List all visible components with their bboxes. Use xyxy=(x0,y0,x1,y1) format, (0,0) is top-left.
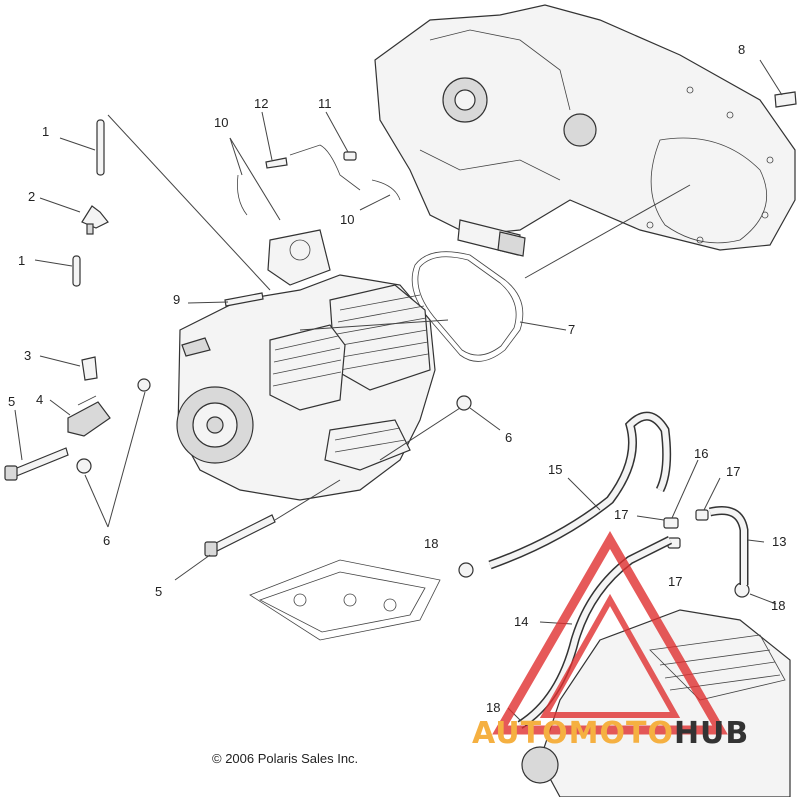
hose-part-15 xyxy=(488,411,672,570)
hose-part-13 xyxy=(708,506,749,585)
pin-part-1-bottom xyxy=(72,255,81,287)
engine-assembly xyxy=(176,229,436,501)
nut-part-18-left xyxy=(458,562,474,578)
nut-part-6-lower xyxy=(76,458,92,474)
clamp-part-17-upper xyxy=(695,509,709,521)
vent-hose-part-10 xyxy=(237,144,401,216)
callout-18-left: 18 xyxy=(424,536,438,551)
watermark-logo xyxy=(492,531,728,735)
pin-part-9 xyxy=(224,292,264,307)
leader-lines xyxy=(14,59,783,723)
callout-9: 9 xyxy=(173,292,180,307)
callout-10-bottom: 10 xyxy=(340,212,354,227)
callout-1-top: 1 xyxy=(42,124,49,139)
callout-5-lower: 5 xyxy=(155,584,162,599)
nut-part-18-right xyxy=(734,582,750,598)
watermark-text-part1: AUTOMOTO xyxy=(472,716,674,751)
callout-7: 7 xyxy=(568,322,575,337)
callout-6-lower-left: 6 xyxy=(103,533,110,548)
nut-part-6-right xyxy=(456,395,472,411)
callout-labels: 1 1 2 3 4 5 5 6 6 7 8 9 10 10 11 12 13 1… xyxy=(8,42,786,715)
callout-12: 12 xyxy=(254,96,268,111)
hose-part-14 xyxy=(517,535,673,729)
watermark-text-part2: HUB xyxy=(673,716,750,751)
callout-16: 16 xyxy=(694,446,708,461)
bolt-part-5-left xyxy=(4,447,69,481)
watermark-text: AUTOMOTOHUB xyxy=(472,716,749,751)
bolt-part-5-lower xyxy=(204,514,276,557)
frame-section xyxy=(249,559,441,641)
callout-15: 15 xyxy=(548,462,562,477)
bracket-part-4 xyxy=(67,395,111,437)
callout-11: 11 xyxy=(318,96,332,111)
callout-4: 4 xyxy=(36,392,43,407)
callout-17-left: 17 xyxy=(614,507,628,522)
fitting-part-2 xyxy=(81,205,109,235)
callout-5-left: 5 xyxy=(8,394,15,409)
callout-3: 3 xyxy=(24,348,31,363)
nut-part-6-upper xyxy=(137,378,151,392)
bolt-part-8 xyxy=(774,91,797,108)
output-shaft xyxy=(457,219,526,257)
transmission-housing xyxy=(374,4,796,251)
fitting-part-12 xyxy=(265,157,288,169)
callout-18-right: 18 xyxy=(771,598,785,613)
callout-6-right: 6 xyxy=(505,430,512,445)
clamp-part-16 xyxy=(663,517,679,529)
inset-engine-view xyxy=(521,609,791,797)
callout-1-bottom: 1 xyxy=(18,253,25,268)
callout-13: 13 xyxy=(772,534,786,549)
callout-17-upper: 17 xyxy=(726,464,740,479)
callout-8: 8 xyxy=(738,42,745,57)
callout-10-top: 10 xyxy=(214,115,228,130)
callout-14: 14 xyxy=(514,614,528,629)
bolt-part-3 xyxy=(81,356,98,381)
clamp-part-11 xyxy=(343,151,357,161)
callout-17-lower: 17 xyxy=(668,574,682,589)
callout-2: 2 xyxy=(28,189,35,204)
copyright-notice: © 2006 Polaris Sales Inc. xyxy=(212,751,359,766)
callout-18-bottom: 18 xyxy=(486,700,500,715)
pin-part-1-top xyxy=(96,119,105,176)
